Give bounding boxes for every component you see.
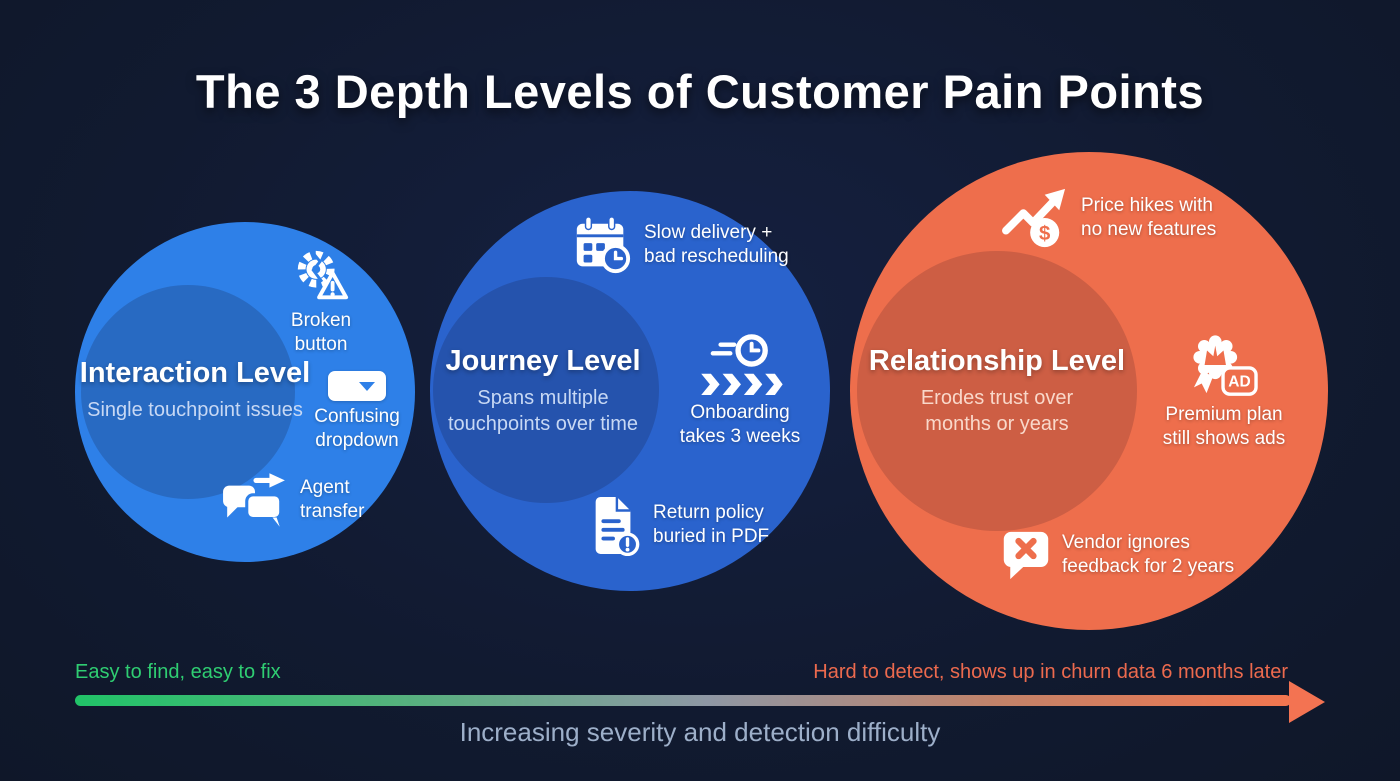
relationship-inner-circle — [857, 251, 1137, 531]
pain-point-label: Slow delivery + bad rescheduling — [644, 221, 789, 267]
calendar-clock-icon — [576, 216, 631, 274]
severity-gradient-bar — [75, 695, 1291, 706]
pain-point-label: Onboarding takes 3 weeks — [679, 402, 801, 448]
dollar-glyph: $ — [1039, 223, 1051, 245]
pain-point-price-hikes: $ Price hikes with no new features — [1000, 186, 1216, 250]
journey-inner-circle — [433, 277, 659, 503]
ad-glyph: AD — [1228, 373, 1250, 390]
pain-point-label: Price hikes with no new features — [1081, 194, 1217, 240]
pain-point-label: Broken button — [290, 310, 352, 356]
axis-right-label: Hard to detect, shows up in churn data 6… — [813, 661, 1288, 683]
level-subtitle: Single touchpoint issues — [87, 399, 303, 421]
pain-point-confusing-dropdown: Confusing dropdown — [292, 371, 422, 453]
journey-level-text: Journey Level Spans multiple touchpoints… — [413, 345, 673, 438]
level-subtitle: Spans multiple touchpoints over time — [447, 387, 639, 436]
pain-point-label: Premium plan still shows ads — [1162, 404, 1286, 450]
chevron-down-icon — [359, 382, 375, 391]
document-alert-icon — [595, 497, 640, 556]
interaction-inner-circle — [81, 285, 295, 499]
pain-point-slow-delivery: Slow delivery + bad rescheduling — [571, 214, 789, 276]
pain-point-label: Confusing dropdown — [314, 406, 400, 452]
pain-point-agent-transfer: Agent transfer — [221, 472, 364, 528]
axis-left-label: Easy to find, easy to fix — [75, 661, 281, 683]
pain-point-label: Agent transfer — [300, 476, 365, 522]
pain-point-broken-button: Broken button — [261, 247, 381, 357]
level-subtitle: Erodes trust over months or years — [920, 387, 1074, 436]
page-title: The 3 Depth Levels of Customer Pain Poin… — [195, 65, 1205, 118]
ignored-feedback-icon — [1003, 531, 1049, 580]
pain-point-return-policy: Return policy buried in PDF — [586, 494, 769, 556]
broken-gear-warning-icon — [297, 249, 349, 300]
level-title: Journey Level — [445, 345, 641, 377]
pain-point-label: Vendor ignores feedback for 2 years — [1062, 531, 1235, 577]
premium-ad-badge-icon: AD — [1193, 335, 1258, 396]
deadline-chevrons-icon — [701, 334, 783, 396]
pain-point-label: Return policy buried in PDF — [653, 501, 770, 547]
arrow-right-icon — [1289, 681, 1325, 723]
pain-point-ignored-feedback: Vendor ignores feedback for 2 years — [1001, 528, 1234, 582]
pain-point-onboarding: Onboarding takes 3 weeks — [660, 333, 820, 449]
interaction-level-text: Interaction Level Single touchpoint issu… — [65, 357, 325, 423]
chat-transfer-icon — [223, 473, 285, 527]
level-title: Interaction Level — [79, 357, 311, 389]
pain-point-premium-ads: AD Premium plan still shows ads — [1144, 333, 1304, 451]
level-title: Relationship Level — [868, 345, 1126, 377]
axis-caption: Increasing severity and detection diffic… — [459, 717, 941, 747]
dropdown-icon — [328, 371, 386, 401]
relationship-level-text: Relationship Level Erodes trust over mon… — [857, 345, 1137, 438]
price-increase-icon: $ — [1002, 188, 1066, 248]
